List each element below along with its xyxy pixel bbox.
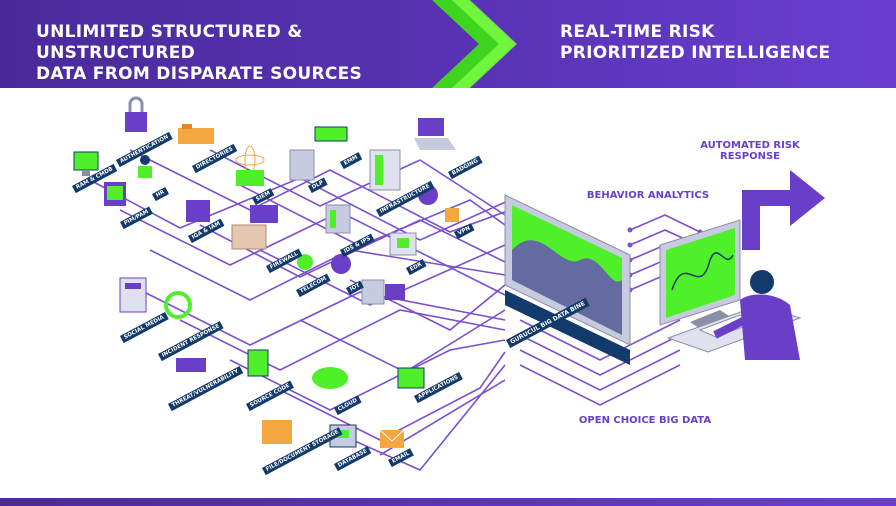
social-media-icon — [119, 277, 147, 313]
telecom-icon — [297, 254, 313, 270]
iot-icon — [361, 279, 405, 305]
behavior-analytics-label: BEHAVIOR ANALYTICS — [586, 190, 710, 201]
monitor-icon — [73, 151, 99, 176]
header-banner: UNLIMITED STRUCTURED & UNSTRUCTURED DATA… — [0, 0, 896, 88]
atom-icon — [235, 145, 265, 186]
cloud-icon — [312, 367, 348, 389]
automated-risk-label: AUTOMATED RISK RESPONSE — [690, 140, 810, 162]
folders-icon — [178, 124, 214, 144]
ids-icon — [325, 204, 351, 234]
header-right-title: REAL-TIME RISK PRIORITIZED INTELLIGENCE — [560, 22, 860, 64]
network-lines — [89, 149, 511, 471]
header-right-line2: PRIORITIZED INTELLIGENCE — [560, 43, 831, 63]
response-arrow-icon — [742, 170, 825, 250]
chevron-arrow-icon — [432, 0, 517, 88]
books-icon — [186, 200, 210, 222]
source-code-icon — [247, 349, 269, 377]
applications-icon — [397, 367, 425, 389]
header-right-line1: REAL-TIME RISK — [560, 22, 715, 42]
emm-icon — [314, 126, 348, 142]
globe-icon — [331, 254, 351, 274]
edr-icon — [389, 232, 417, 256]
person-analyst-icon — [713, 270, 800, 360]
person-icon — [138, 155, 152, 178]
server-icon — [289, 149, 315, 181]
file-storage-icon — [262, 420, 292, 444]
automated-risk-line1: AUTOMATED RISK — [700, 140, 800, 151]
incident-icon — [164, 291, 192, 319]
rack-icon — [369, 149, 401, 191]
open-choice-label: OPEN CHOICE BIG DATA — [578, 415, 712, 426]
threat-icon — [176, 358, 206, 372]
tablet-icon — [104, 182, 126, 206]
firewall-icon — [231, 205, 278, 250]
email-icon — [379, 429, 405, 448]
bottom-bar — [0, 498, 896, 506]
header-left-title: UNLIMITED STRUCTURED & UNSTRUCTURED DATA… — [36, 22, 436, 85]
header-left-line1: UNLIMITED STRUCTURED & UNSTRUCTURED — [36, 22, 303, 63]
header-left-line2: DATA FROM DISPARATE SOURCES — [36, 64, 363, 84]
lock-icon — [125, 96, 147, 132]
laptop-icon — [414, 118, 456, 150]
big-data-engine-monitor — [504, 194, 631, 365]
automated-risk-line2: RESPONSE — [720, 151, 780, 162]
